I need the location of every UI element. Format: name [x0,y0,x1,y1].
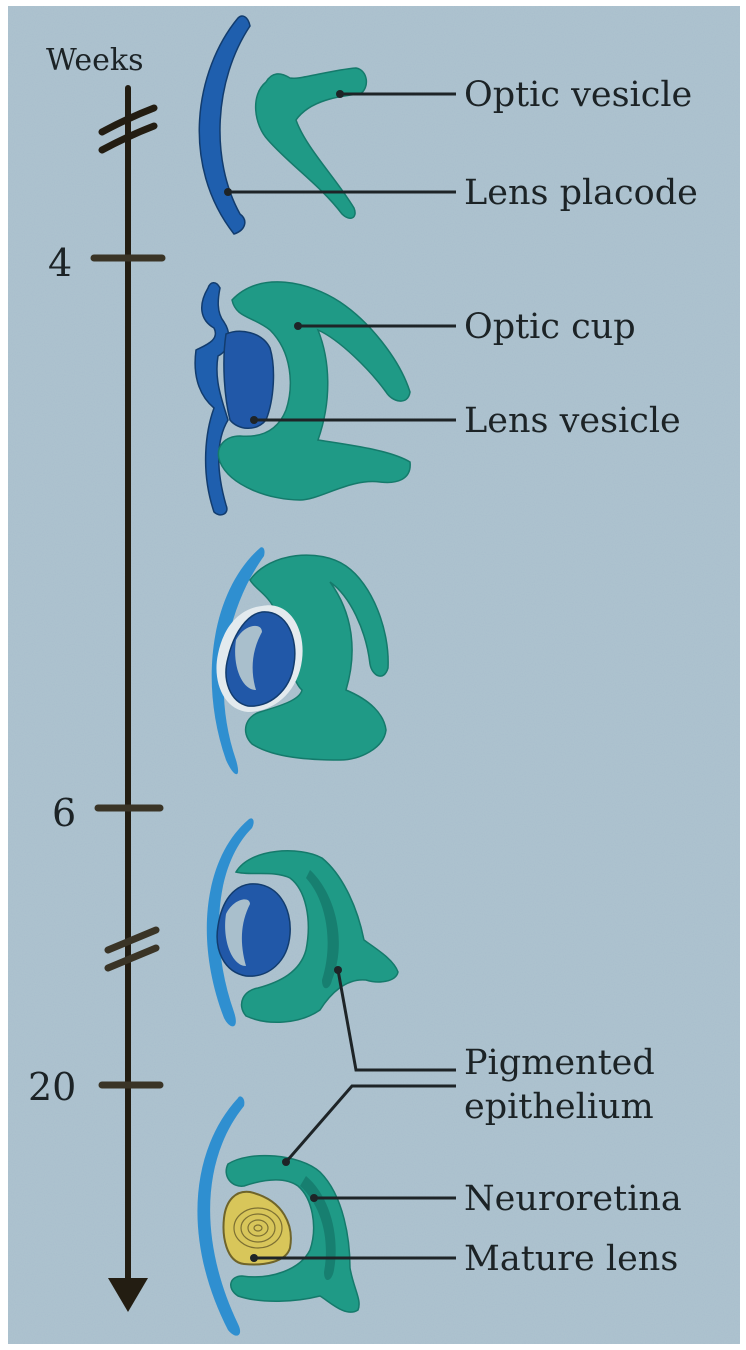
tick-label-20: 20 [28,1065,76,1109]
label-optic-vesicle: Optic vesicle [464,75,692,115]
label-lens-vesicle: Lens vesicle [464,401,681,441]
tick-label-4: 4 [48,241,72,285]
label-optic-cup: Optic cup [464,307,636,347]
label-neuroretina: Neuroretina [464,1179,682,1219]
lens-vesicle-shape [224,331,274,428]
label-lens-placode: Lens placode [464,173,698,213]
label-mature-lens: Mature lens [464,1239,678,1279]
label-pigmented-line-2: epithelium [464,1087,654,1127]
label-pigmented-line-1: Pigmented [464,1043,655,1083]
tick-label-6: 6 [52,791,76,835]
axis-title: Weeks [46,43,143,78]
